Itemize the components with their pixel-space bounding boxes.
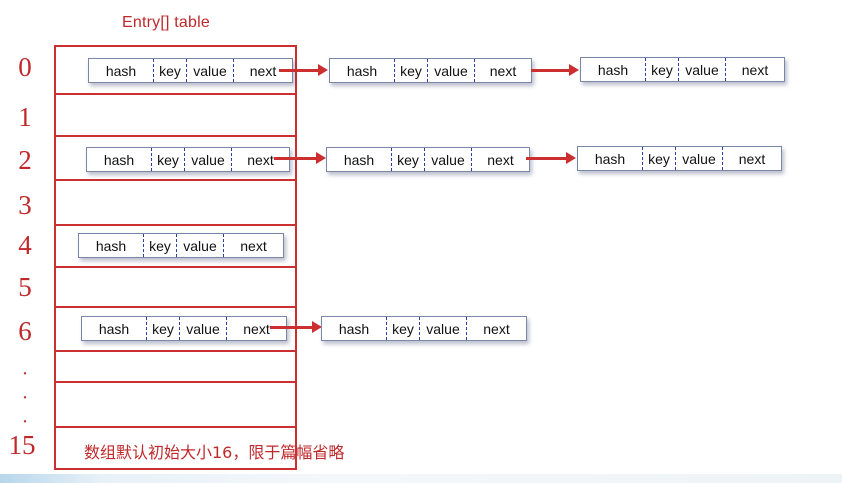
hash-field: hash [322, 317, 387, 340]
hash-field: hash [87, 148, 152, 171]
index-label-3: 3 [18, 190, 32, 220]
array-slot-1 [54, 93, 297, 137]
entry-node: hash key value next [81, 316, 287, 341]
next-field: next [738, 150, 766, 167]
size-note: 数组默认初始大小16，限于篇幅省略 [84, 443, 345, 462]
value-field: value [180, 317, 227, 340]
next-field: next [243, 320, 270, 337]
entry-node: hash key value next [329, 58, 532, 83]
entry-node: hash key value next [577, 146, 782, 171]
key-field: key [147, 317, 180, 340]
next-field: next [741, 61, 769, 78]
value-field: value [185, 148, 232, 171]
value-field: value [187, 59, 234, 82]
bottom-gradient-strip [0, 474, 842, 483]
entry-node: hash key value next [580, 57, 785, 82]
key-field: key [392, 148, 425, 171]
next-field: next [483, 320, 510, 337]
hash-field: hash [79, 234, 144, 257]
link-arrow [270, 321, 322, 333]
hash-field: hash [89, 59, 154, 82]
next-field: next [487, 151, 514, 168]
link-arrow [274, 152, 326, 164]
next-field: next [240, 237, 267, 254]
index-label-15: 15 [8, 430, 36, 460]
value-field: value [679, 58, 726, 81]
ellipsis-dots: ··· [21, 363, 29, 433]
key-field: key [144, 234, 177, 257]
hash-field: hash [578, 147, 643, 170]
hash-field: hash [327, 148, 392, 171]
next-field: next [489, 62, 517, 79]
entry-node: hash key value next [88, 58, 293, 83]
key-field: key [643, 147, 676, 170]
index-label-2: 2 [18, 145, 32, 175]
value-field: value [425, 148, 472, 171]
next-field: next [247, 151, 274, 168]
index-label-4: 4 [18, 230, 32, 260]
entry-node: hash key value next [326, 147, 530, 172]
hash-field: hash [82, 317, 147, 340]
array-slot-3 [54, 179, 297, 226]
index-label-6: 6 [18, 316, 32, 346]
index-label-1: 1 [18, 102, 32, 132]
key-field: key [395, 59, 428, 82]
key-field: key [152, 148, 185, 171]
value-field: value [676, 147, 723, 170]
value-field: value [177, 234, 224, 257]
hash-field: hash [330, 59, 395, 82]
index-label-0: 0 [18, 52, 32, 82]
key-field: key [387, 317, 420, 340]
entry-node: hash key value next [78, 233, 284, 258]
array-slot-ellipsis-2 [54, 381, 297, 428]
key-field: key [154, 59, 187, 82]
index-label-5: 5 [18, 272, 32, 302]
link-arrow [531, 64, 579, 76]
entry-node: hash key value next [321, 316, 527, 341]
link-arrow [279, 64, 328, 76]
hash-field: hash [581, 58, 646, 81]
value-field: value [420, 317, 467, 340]
array-slot-5 [54, 266, 297, 308]
link-arrow [526, 152, 576, 164]
next-field: next [249, 62, 277, 79]
table-title: Entry[] table [122, 14, 210, 31]
key-field: key [646, 58, 679, 81]
array-slot-15 [54, 426, 297, 470]
value-field: value [428, 59, 475, 82]
array-slot-ellipsis [54, 350, 297, 383]
entry-node: hash key value next [86, 147, 290, 172]
